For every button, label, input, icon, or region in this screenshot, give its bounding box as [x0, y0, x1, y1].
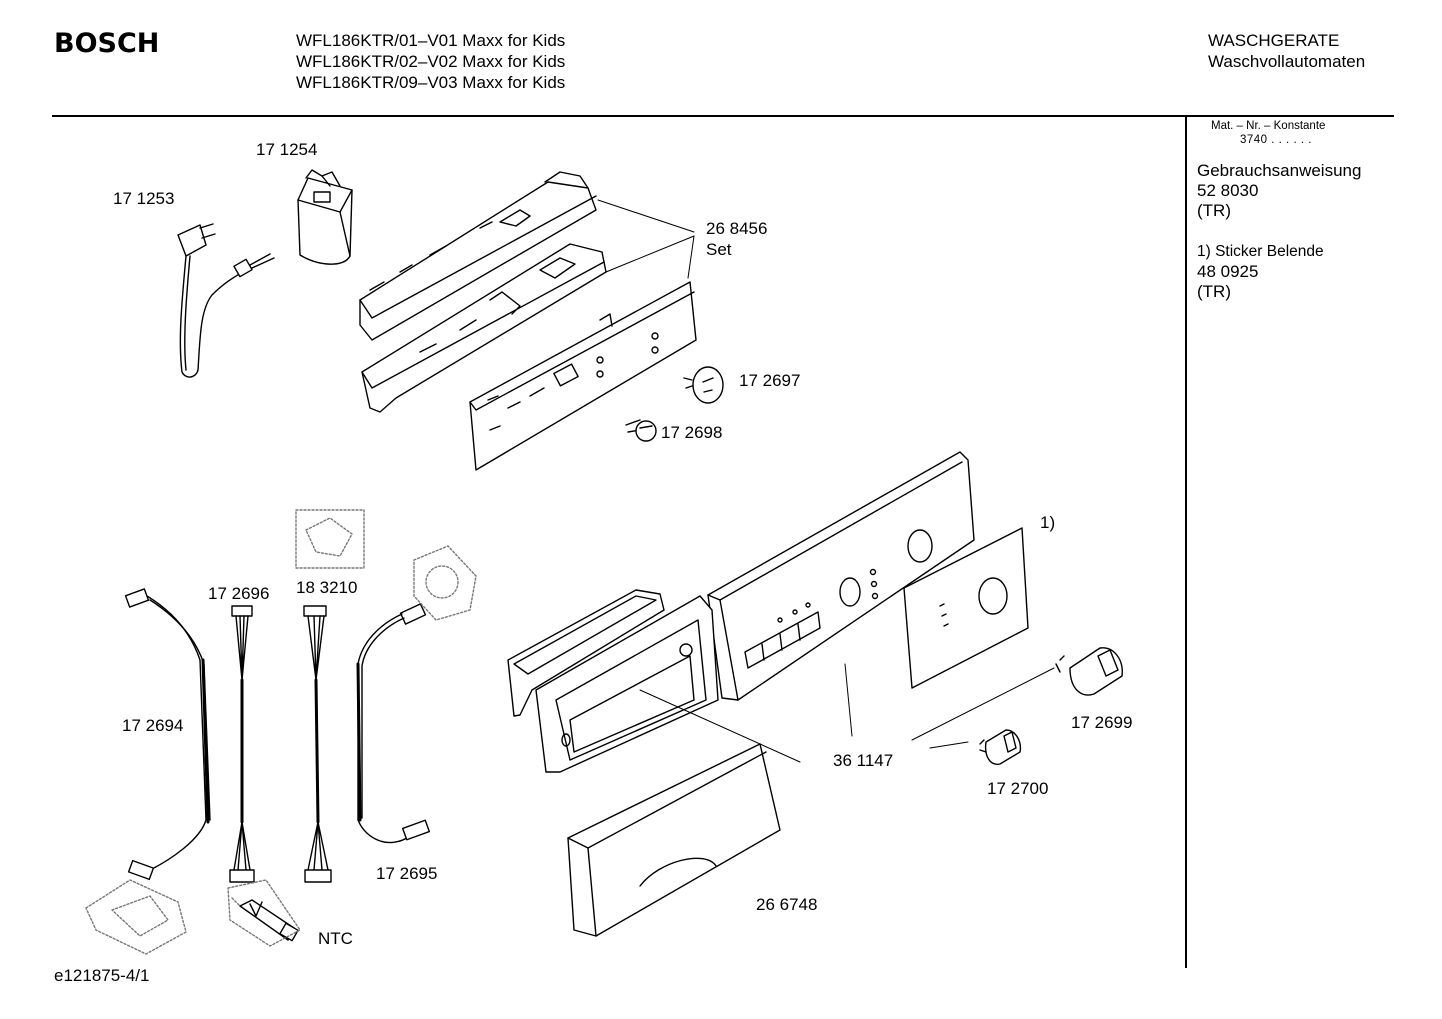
label-set: Set	[706, 240, 732, 259]
sticker-title: 1) Sticker Belende	[1197, 243, 1324, 260]
knob-axle	[683, 366, 724, 404]
model-list: WFL186KTR/01–V01 Maxx for Kids WFL186KTR…	[296, 30, 565, 93]
leader-lines-fascia	[639, 663, 1055, 763]
model-line-1: WFL186KTR/01–V01 Maxx for Kids	[296, 31, 566, 50]
label-172697: 17 2697	[739, 371, 801, 390]
sticker-block: 1) Sticker Belende 48 0925 (TR)	[1197, 242, 1324, 302]
selector-knob-small	[979, 729, 1022, 765]
label-172698: 17 2698	[661, 423, 723, 442]
brand-logo: BOSCH	[54, 28, 160, 59]
manual-language: (TR)	[1197, 201, 1231, 220]
header-divider	[52, 115, 1394, 117]
label-172694: 17 2694	[122, 716, 184, 735]
electronic-board	[469, 281, 697, 471]
label-172695: 17 2695	[376, 864, 438, 883]
category-title: WASCHGERATE	[1208, 31, 1340, 50]
ghost-pump	[413, 545, 477, 621]
label-361147: 36 1147	[833, 751, 894, 770]
ghost-housing	[85, 879, 187, 955]
control-module-top	[359, 171, 597, 341]
harness-183210	[303, 605, 332, 883]
dispenser-drawer	[567, 743, 781, 937]
category-block: WASCHGERATE Waschvollautomaten	[1208, 30, 1365, 72]
mat-number-value: 3740 . . . . . .	[1240, 134, 1312, 146]
label-172699: 17 2699	[1071, 713, 1133, 732]
label-171253: 17 1253	[113, 189, 175, 208]
manual-number: 52 8030	[1197, 181, 1259, 200]
manual-title: Gebrauchsanweisung	[1197, 161, 1362, 180]
sticker-panel	[903, 527, 1029, 689]
label-172700: 17 2700	[987, 779, 1049, 798]
label-171254: 17 1254	[256, 140, 318, 159]
control-module-frame	[361, 243, 607, 413]
label-note-1: 1)	[1040, 513, 1056, 532]
knob-small	[625, 419, 657, 442]
fascia-panel	[707, 451, 975, 701]
ntc-sensor	[227, 879, 301, 947]
dispenser-frame	[507, 589, 719, 773]
label-268456: 26 8456	[706, 219, 768, 238]
label-ntc: NTC	[318, 929, 353, 948]
label-183210: 18 3210	[296, 578, 358, 597]
label-172696: 17 2696	[208, 584, 270, 603]
suppressor	[297, 169, 353, 265]
power-cord	[177, 223, 275, 378]
leader-lines-module	[597, 199, 695, 279]
model-line-2: WFL186KTR/02–V02 Maxx for Kids	[296, 52, 566, 71]
sidebar-divider	[1185, 116, 1187, 968]
selector-knob-large	[1055, 647, 1123, 696]
harness-172696	[229, 605, 255, 883]
category-subtitle: Waschvollautomaten	[1208, 52, 1366, 71]
ghost-part-183210	[295, 509, 365, 569]
model-line-3: WFL186KTR/09–V03 Maxx for Kids	[296, 73, 566, 92]
label-266748: 26 6748	[756, 895, 818, 914]
manual-block: Gebrauchsanweisung 52 8030 (TR)	[1197, 161, 1361, 221]
harness-172694	[124, 588, 211, 881]
drawing-id: e121875-4/1	[54, 966, 150, 985]
sticker-language: (TR)	[1197, 282, 1231, 301]
harness-172695	[356, 603, 431, 844]
mat-number-label: Mat. – Nr. – Konstante	[1211, 120, 1326, 132]
sticker-number: 48 0925	[1197, 262, 1259, 281]
